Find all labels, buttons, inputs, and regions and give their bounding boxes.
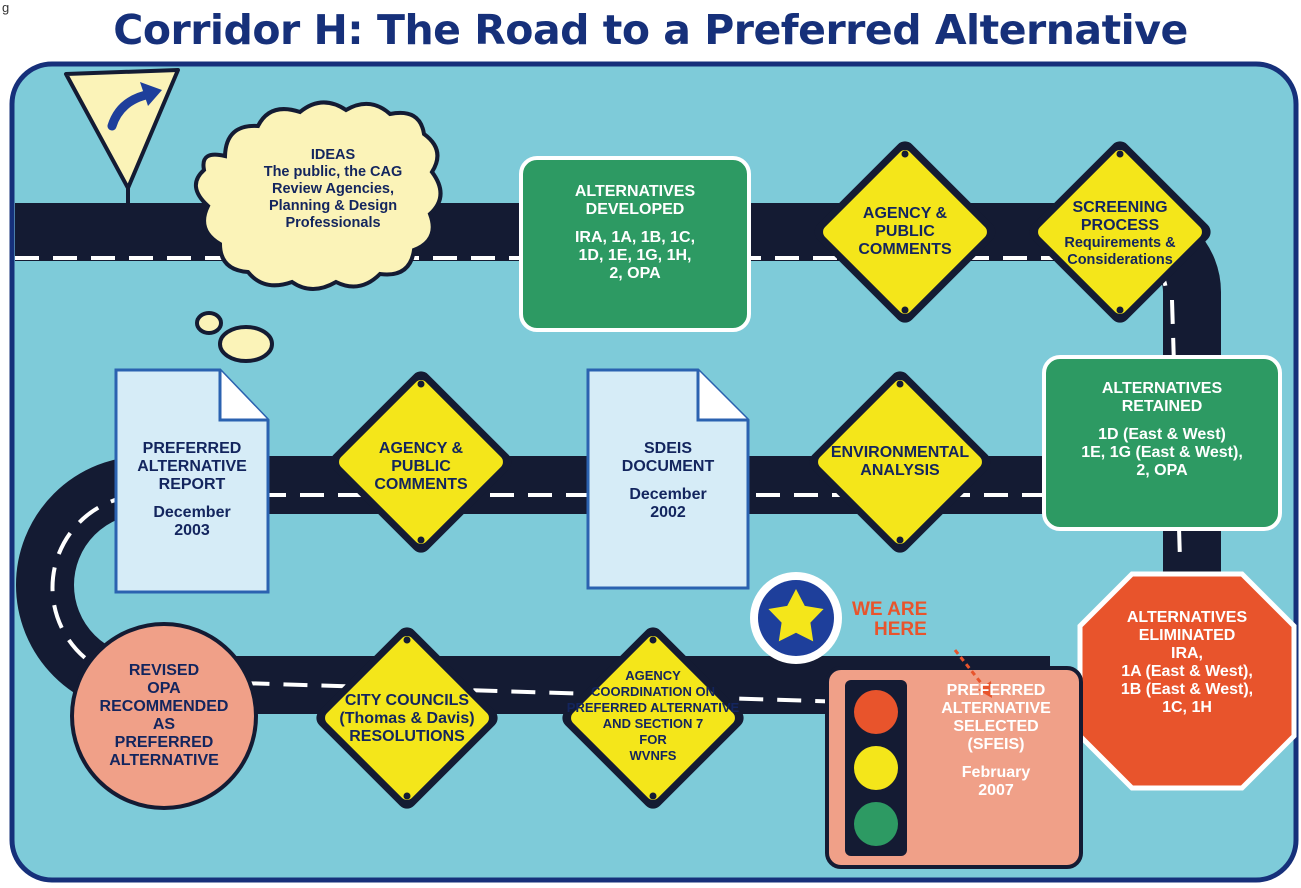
sdeis-document-shape: [586, 368, 750, 590]
thought-cloud: [194, 100, 443, 363]
alternatives-eliminated-octagon: [1077, 571, 1297, 791]
alternatives-retained-box: [1042, 355, 1282, 531]
alternatives-developed-label: ALTERNATIVES DEVELOPED IRA, 1A, 1B, 1C, …: [574, 183, 696, 282]
city-councils-label: CITY COUNCILS (Thomas & Davis) RESOLUTIO…: [339, 692, 475, 745]
preferred-alternative-selected-label: PREFERRED ALTERNATIVE SELECTED (SFEIS) F…: [941, 682, 1051, 799]
preferred-alternative-report-label: PREFERRED ALTERNATIVE REPORT December 20…: [137, 440, 247, 539]
yellow-light-icon: [854, 746, 898, 790]
green-light-icon: [854, 802, 898, 846]
ideas-label: IDEAS The public, the CAG Review Agencie…: [263, 147, 403, 231]
revised-opa-circle: [70, 622, 258, 810]
sdeis-document-label: SDEIS DOCUMENT December 2002: [621, 440, 715, 521]
screening-process-label: SCREENING PROCESS Requirements & Conside…: [1064, 199, 1176, 268]
alternatives-developed-box: [519, 156, 751, 332]
alternatives-eliminated-label: ALTERNATIVES ELIMINATED IRA, 1A (East & …: [1120, 609, 1254, 716]
agency-coordination-label: AGENCY COORDINATION ON PREFERRED ALTERNA…: [566, 668, 740, 763]
red-light-icon: [854, 690, 898, 734]
star-icon: [768, 589, 824, 642]
alternatives-retained-label: ALTERNATIVES RETAINED 1D (East & West) 1…: [1081, 380, 1243, 479]
page-title: Corridor H: The Road to a Preferred Alte…: [113, 6, 1188, 54]
agency-public-comments-label-2: AGENCY & PUBLIC COMMENTS: [374, 440, 468, 493]
preferred-report-document-shape: [114, 368, 270, 594]
environmental-analysis-label: ENVIRONMENTAL ANALYSIS: [830, 444, 970, 479]
direction-flag-icon: [64, 68, 180, 204]
agency-public-comments-label-1: AGENCY & PUBLIC COMMENTS: [858, 205, 952, 258]
we-are-here-arrow: [953, 649, 987, 689]
figure-label: g: [2, 0, 10, 15]
we-are-here-label: WE ARE HERE: [852, 599, 928, 640]
revised-opa-label: REVISED OPA RECOMMENDED AS PREFERRED ALT…: [99, 662, 229, 769]
